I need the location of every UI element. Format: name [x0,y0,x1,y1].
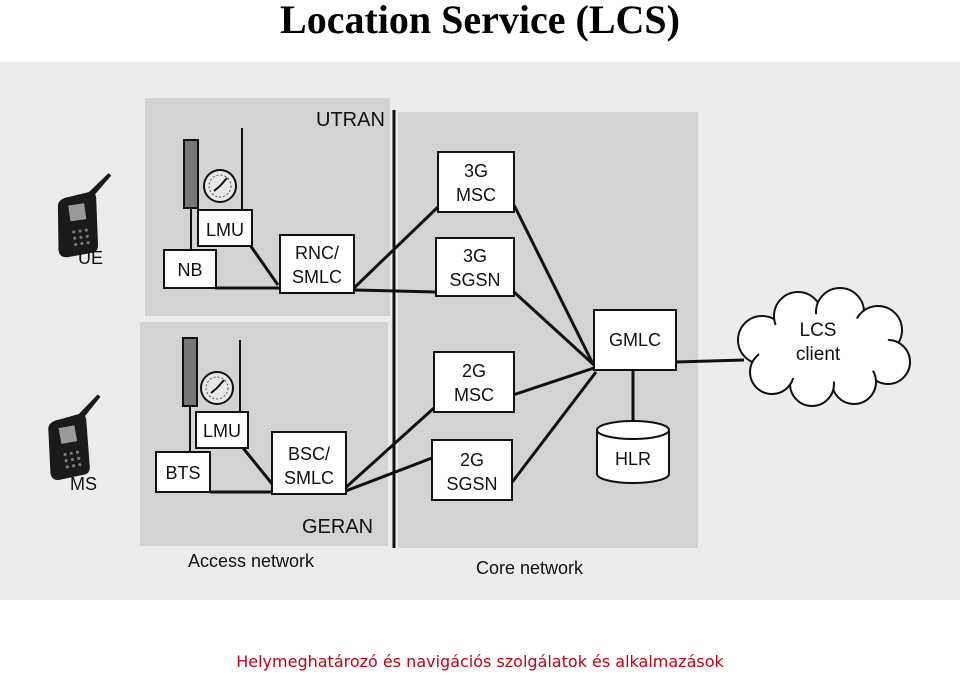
sgsn-2g-label-line1: 2G [460,450,484,470]
msc-3g-box [437,151,515,213]
connection-lines [210,203,745,494]
core-network-label: Core network [476,558,584,578]
msc-2g-label-line1: 2G [462,361,486,381]
utran-label: UTRAN [316,109,385,131]
gmlc-box [593,309,677,371]
nb-tower-icon [183,139,199,209]
sgsn-2g-label-line2: SGSN [446,474,497,494]
hlr-label: HLR [615,449,651,469]
footer-caption: Helymeghatározó és navigációs szolgálato… [236,652,724,671]
geran-panel [140,322,388,546]
nb-box [163,249,217,289]
geran-label: GERAN [302,516,373,538]
access-network-label: Access network [188,551,315,571]
lmu-top-clock-icon [203,169,237,203]
bsc-smlc-label-line1: BSC/ [288,444,330,464]
lmu-bottom-clock-icon [200,371,234,405]
lmu-top-box [197,209,253,247]
slide-title: Location Service (LCS) [280,0,680,42]
msc-3g-label-line1: 3G [464,161,488,181]
sgsn-3g-label-line1: 3G [463,246,487,266]
bts-label: BTS [165,463,200,483]
sgsn-3g-label-line2: SGSN [449,270,500,290]
msc-3g-label-line2: MSC [456,185,496,205]
lcs-client-label-line1: LCS [800,320,837,341]
rnc-smlc-box [279,234,355,294]
rnc-smlc-label-line1: RNC/ [295,243,339,263]
bsc-smlc-box [271,431,347,495]
rnc-smlc-label-line2: SMLC [292,267,342,287]
bsc-smlc-label-line2: SMLC [284,468,334,488]
nb-label: NB [177,260,202,280]
bts-tower-icon [182,337,198,407]
lmu-bottom-label: LMU [203,421,241,441]
ms-label: MS [70,474,97,494]
msc-2g-label-line2: MSC [454,385,494,405]
msc-2g-box [433,351,515,413]
lmu-top-label: LMU [206,220,244,240]
lmu-bottom-box [195,411,249,449]
sgsn-3g-box [435,237,515,297]
lcs-client-label-line2: client [796,344,841,365]
gmlc-label: GMLC [609,330,661,350]
sgsn-2g-box [431,439,513,501]
bts-box [155,451,211,493]
ue-label: UE [78,248,103,268]
hlr-database [596,420,670,484]
